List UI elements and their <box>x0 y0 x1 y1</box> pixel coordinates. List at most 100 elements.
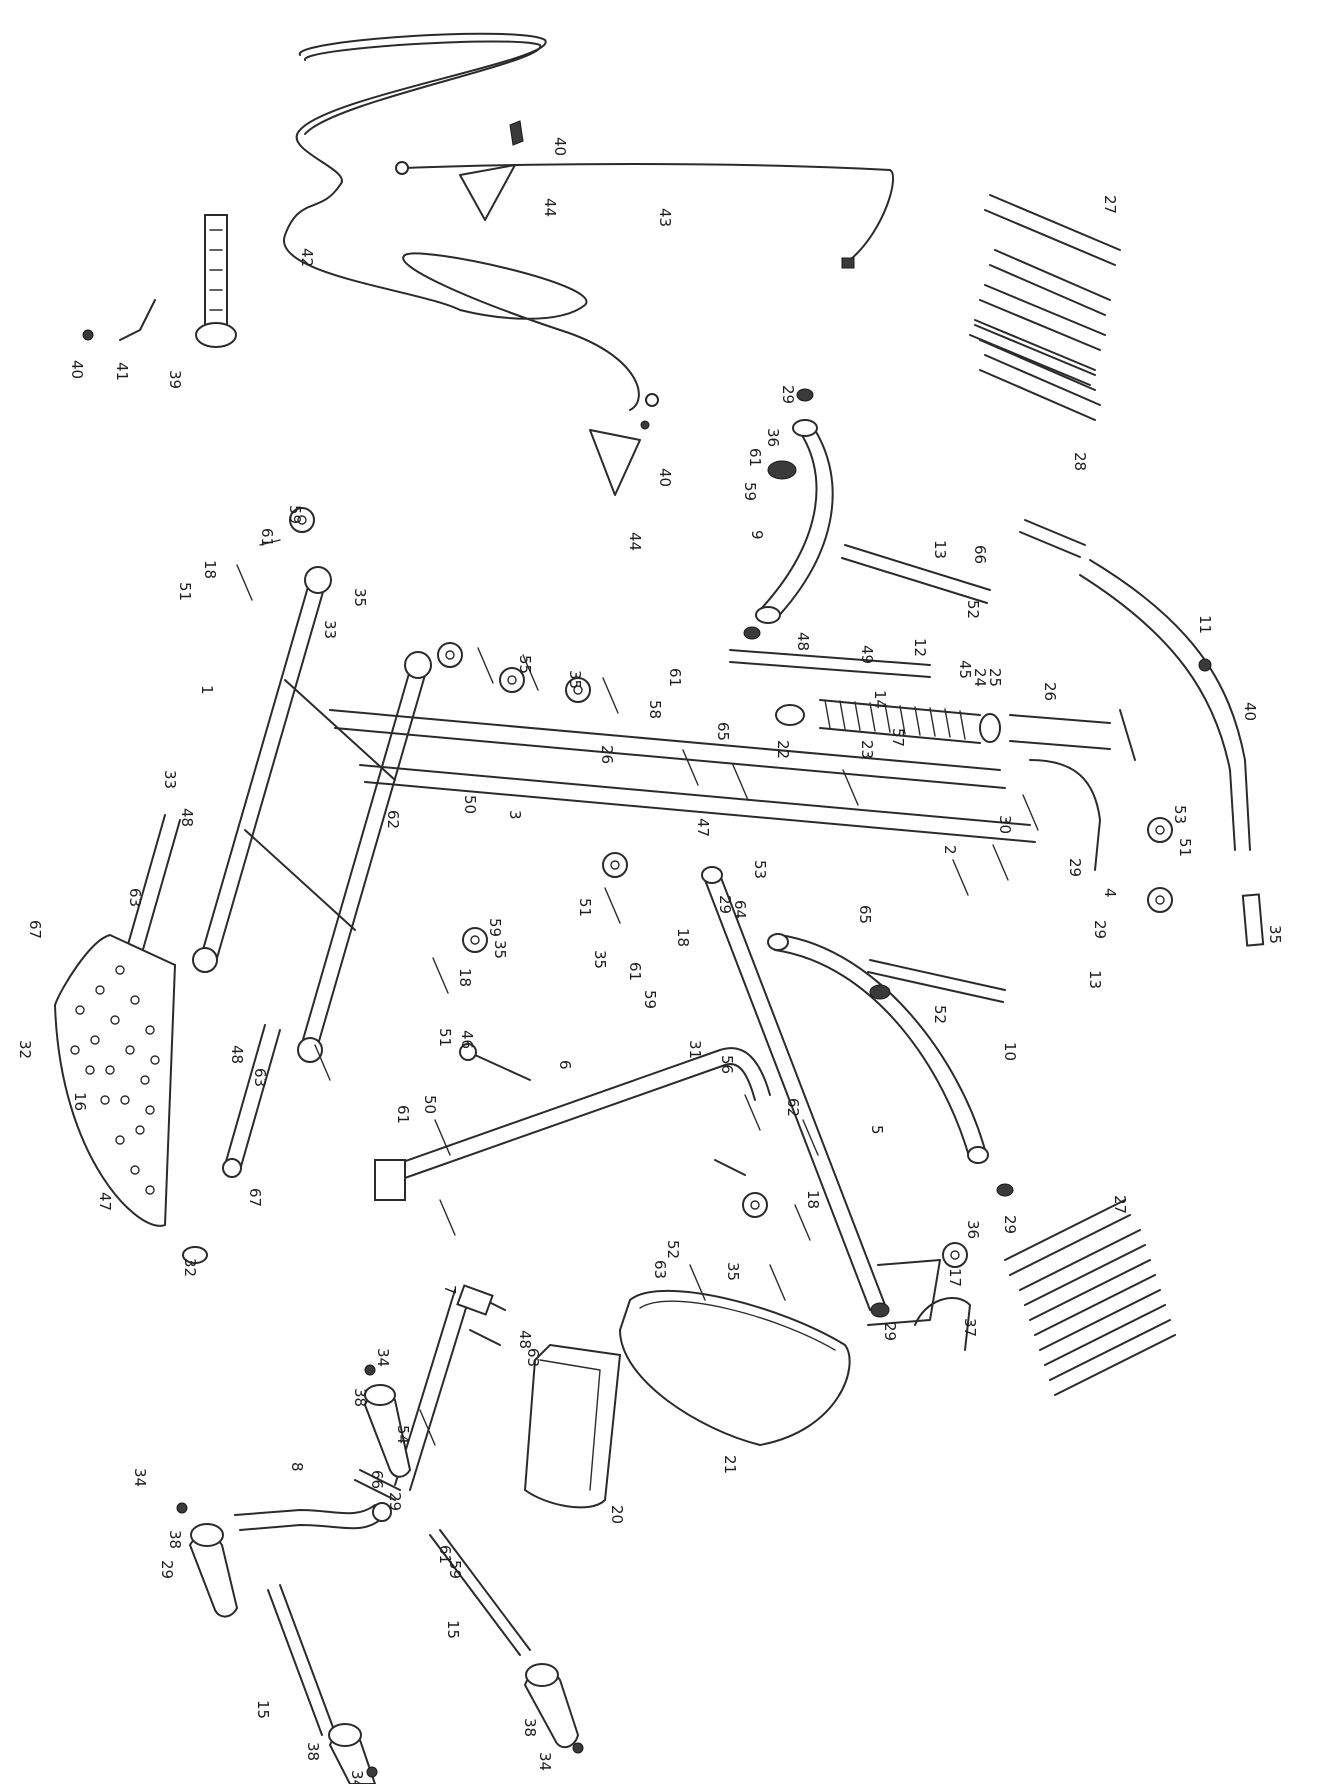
callout-label: 21 <box>721 1455 739 1474</box>
callout-label: 38 <box>304 1742 322 1761</box>
callout-label: 35 <box>1266 925 1284 944</box>
callout-label: 53 <box>751 860 769 879</box>
callout-label: 33 <box>161 770 179 789</box>
frame-2 <box>329 709 1006 789</box>
callout-label: 61 <box>666 668 684 687</box>
callout-label: 59 <box>286 505 304 524</box>
callout-label: 4 <box>1101 888 1119 898</box>
clip-41 <box>119 299 156 341</box>
callout-label: 37 <box>961 1318 979 1337</box>
callout-label: 3 <box>506 810 524 820</box>
callout-label: 15 <box>254 1700 272 1719</box>
seat-21 <box>618 1289 851 1447</box>
callout-label: 55 <box>516 655 534 674</box>
callout-label: 18 <box>804 1190 822 1209</box>
tube-14 <box>1079 559 1265 947</box>
callout-label: 12 <box>911 638 929 657</box>
callout-label: 34 <box>536 1752 554 1771</box>
tube-28 <box>1019 519 1086 558</box>
cable-43 <box>395 161 895 269</box>
callout-label: 48 <box>794 632 812 651</box>
callout-label: 61 <box>258 528 276 547</box>
callout-label: 38 <box>521 1718 539 1737</box>
callout-label: 62 <box>784 1098 802 1117</box>
callout-label: 35 <box>351 588 369 607</box>
callout-label: 50 <box>421 1095 439 1114</box>
callout-label: 36 <box>964 1220 982 1239</box>
callout-label: 24 <box>971 668 989 687</box>
callout-label: 13 <box>1086 970 1104 989</box>
callout-label: 28 <box>1071 452 1089 471</box>
callout-label: 63 <box>126 888 144 907</box>
callout-label: 52 <box>664 1240 682 1259</box>
callout-label: 18 <box>456 968 474 987</box>
callout-label: 5 <box>868 1125 886 1135</box>
seat-20 <box>523 1343 622 1509</box>
callout-label: 63 <box>524 1348 542 1367</box>
callout-label: 44 <box>626 532 644 551</box>
callout-label: 14 <box>871 690 889 709</box>
callout-label: 33 <box>321 620 339 639</box>
callout-label: 46 <box>458 1030 476 1049</box>
callout-label: 38 <box>351 1388 369 1407</box>
callout-label: 6 <box>556 1060 574 1070</box>
footplate-16 <box>53 933 177 1227</box>
callout-label: 8 <box>288 1462 306 1472</box>
callout-label: 52 <box>964 600 982 619</box>
callout-label: 11 <box>1196 615 1214 634</box>
callout-label: 35 <box>591 950 609 969</box>
callout-label: 23 <box>858 740 876 759</box>
callout-label: 48 <box>228 1045 246 1064</box>
callout-label: 50 <box>461 795 479 814</box>
callout-label: 26 <box>1041 682 1059 701</box>
callout-label: 32 <box>16 1040 34 1059</box>
tube-5 <box>701 866 890 1318</box>
callout-label: 26 <box>598 745 616 764</box>
callout-label: 49 <box>858 645 876 664</box>
callout-label: 16 <box>71 1092 89 1111</box>
callout-label: 53 <box>1171 805 1189 824</box>
frame-3 <box>359 759 1101 871</box>
callout-label: 39 <box>166 370 184 389</box>
frame-7 <box>354 1284 506 1501</box>
callout-label: 66 <box>971 545 989 564</box>
spring-assembly <box>729 649 1136 761</box>
callout-label: 47 <box>694 818 712 837</box>
callout-label: 61 <box>746 448 764 467</box>
pin-39 <box>195 214 237 348</box>
handle-44-top <box>459 120 524 221</box>
knob-40-left <box>82 329 94 341</box>
callout-label: 61 <box>626 962 644 981</box>
bolts <box>236 539 1039 1446</box>
tube-15-right <box>429 1529 531 1656</box>
callout-label: 56 <box>718 1055 736 1074</box>
tube-6 <box>374 1043 771 1201</box>
callout-label: 22 <box>774 740 792 759</box>
callout-label: 20 <box>608 1505 626 1524</box>
roller-38-c <box>523 1663 580 1749</box>
callout-label: 52 <box>931 1005 949 1024</box>
callout-label: 67 <box>26 920 44 939</box>
callout-label: 67 <box>246 1188 264 1207</box>
callout-label: 31 <box>686 1040 704 1059</box>
callout-label: 40 <box>1241 702 1259 721</box>
callout-label: 10 <box>1001 1042 1019 1061</box>
callout-label: 34 <box>374 1348 392 1367</box>
callout-label: 9 <box>748 530 766 540</box>
callout-label: 59 <box>641 990 659 1009</box>
callout-label: 54 <box>394 1425 412 1444</box>
callout-label: 15 <box>444 1620 462 1639</box>
callout-label: 17 <box>946 1268 964 1287</box>
callout-label: 66 <box>368 1470 386 1489</box>
handle-17 <box>867 1259 941 1326</box>
callout-label: 65 <box>856 905 874 924</box>
roller-38-a <box>363 1384 412 1478</box>
callout-label: 44 <box>541 198 559 217</box>
frame-1 <box>192 566 432 1063</box>
callout-label: 61 <box>436 1545 454 1564</box>
callout-label: 48 <box>178 808 196 827</box>
callout-label: 29 <box>1066 858 1084 877</box>
callout-label: 35 <box>491 940 509 959</box>
callout-label: 40 <box>551 137 569 156</box>
callout-label: 18 <box>201 560 219 579</box>
